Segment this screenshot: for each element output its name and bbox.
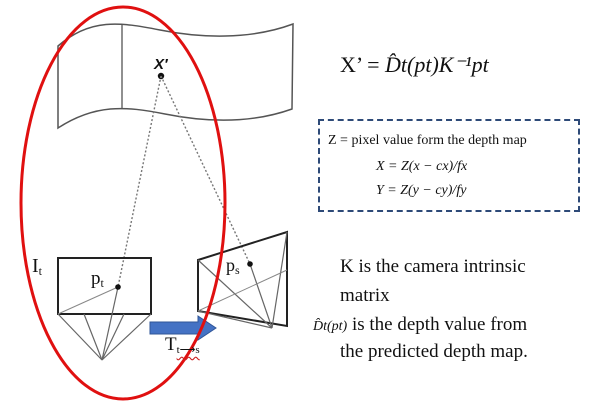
depth-symbol: D̂t(pt) — [313, 319, 348, 334]
formula-line-z: Z = pixel value form the depth map — [328, 133, 527, 148]
target-point-label: pt — [91, 268, 104, 291]
source-point-dot — [247, 261, 253, 267]
transform-symbol: T — [165, 334, 177, 355]
source-image-plane — [197, 230, 288, 328]
target-point-subscript: t — [100, 276, 104, 290]
formula-box: Z = pixel value form the depth map X = Z… — [318, 119, 580, 212]
target-frustum-line — [83, 313, 103, 361]
target-frustum-line — [101, 313, 152, 361]
source-frustum-line — [249, 263, 273, 329]
formula-line-y: Y = Z(y − cy)/fy — [376, 183, 466, 199]
target-plane-line — [57, 286, 119, 315]
source-plane-line — [197, 269, 288, 312]
target-frustum-line — [101, 313, 125, 361]
target-ray-pixel — [101, 286, 119, 361]
target-image-label: It — [32, 255, 42, 279]
equation-rhs: D̂t(pt)K⁻¹pt — [385, 52, 489, 77]
source-frustum-line — [197, 310, 273, 329]
equation-lhs: X’ = — [340, 52, 380, 77]
target-point-dot — [115, 284, 121, 290]
formula-line-y-text: Y = Z(y − cy)/fy — [376, 183, 467, 198]
transform-subscript: t⟶s — [176, 344, 200, 356]
source-point-subscript: s — [235, 263, 240, 277]
source-point-symbol: p — [226, 255, 235, 275]
target-image-symbol: I — [32, 255, 39, 277]
target-point-symbol: p — [91, 268, 101, 289]
source-frustum-line — [271, 231, 288, 329]
source-point-label: ps — [226, 255, 240, 278]
main-equation: X’ = D̂t(pt)K⁻¹pt — [340, 52, 489, 78]
transform-label: Tt⟶s — [165, 334, 200, 356]
ray-to-source — [160, 75, 251, 265]
world-point-label: X′ — [154, 56, 168, 73]
d-description-text: is the depth value from — [351, 314, 528, 335]
highlight-ellipse — [19, 5, 227, 401]
k-description-line1: K is the camera intrinsic — [340, 256, 526, 277]
formula-line-x: X = Z(x − cx)/fx — [376, 159, 467, 175]
target-frustum-line — [57, 313, 103, 361]
formula-line-x-text: X = Z(x − cx)/fx — [376, 159, 468, 174]
target-image-plane — [57, 257, 152, 315]
world-surface — [57, 22, 294, 130]
d-description-line1: D̂t(pt) is the depth value from — [313, 314, 527, 336]
d-description-line2: the predicted depth map. — [340, 341, 528, 362]
target-image-subscript: t — [38, 264, 43, 278]
k-description-line2: matrix — [340, 285, 390, 306]
